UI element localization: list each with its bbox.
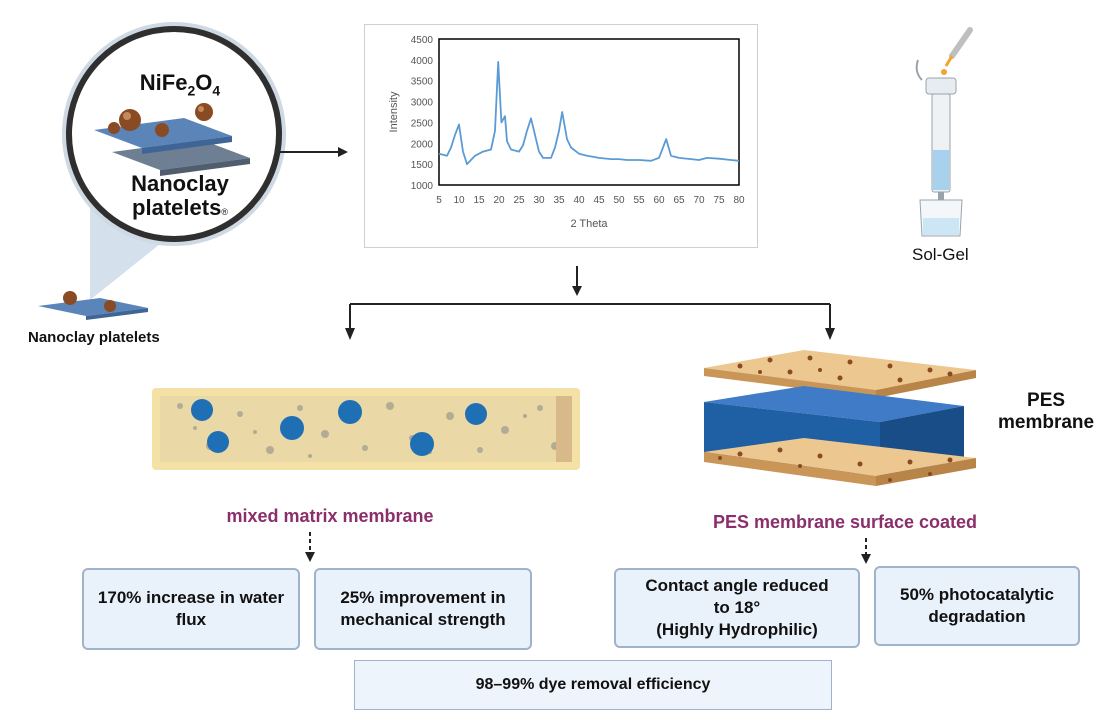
x-tick-label: 5	[436, 195, 442, 206]
small-platelet-icon	[38, 291, 148, 320]
composite-circle: NiFe2O4 Nanoclay platelets®	[66, 26, 282, 242]
nanoclay-platelet-stack-icon	[94, 103, 250, 176]
xrd-chart-svg: 1000 1500 2000 2500 3000 3500 4000 4500 5 10 15 20 2…	[388, 35, 745, 230]
photocatalytic-result-box: 50% photocatalytic degradation	[874, 566, 1080, 646]
x-tick-label: 50	[613, 195, 625, 206]
x-tick-label: 80	[733, 195, 745, 206]
pes-membrane-label: PES membrane	[998, 390, 1095, 433]
dye-removal-result-box: 98–99% dye removal efficiency	[354, 660, 832, 710]
sol-gel-label: Sol-Gel	[912, 245, 969, 264]
x-tick-label: 40	[573, 195, 585, 206]
xrd-chart: 1000 1500 2000 2500 3000 3500 4000 4500 5 10 15 20 2…	[364, 24, 758, 248]
y-tick-label: 1500	[411, 160, 434, 171]
x-tick-label: 65	[673, 195, 685, 206]
y-tick-label: 1000	[411, 181, 434, 192]
x-tick-label: 55	[633, 195, 645, 206]
dashed-arrow-left	[305, 532, 315, 562]
x-tick-label: 70	[693, 195, 705, 206]
x-tick-label: 15	[473, 195, 485, 206]
nife2o4-formula: NiFe2O4	[139, 70, 221, 99]
x-tick-label: 45	[593, 195, 605, 206]
x-tick-label: 60	[653, 195, 665, 206]
water-flux-result-box: 170% increase in water flux	[82, 568, 300, 650]
x-tick-label: 10	[453, 195, 465, 206]
x-axis-label: 2 Theta	[570, 218, 608, 230]
y-tick-label: 4000	[411, 56, 434, 67]
y-tick-label: 2000	[411, 139, 434, 150]
x-tick-label: 75	[713, 195, 725, 206]
arrow-to-chart	[280, 147, 348, 157]
mixed-matrix-caption: mixed matrix membrane	[226, 506, 434, 526]
contact-angle-result-box: Contact angle reduced to 18° (Highly Hyd…	[614, 568, 860, 648]
sol-gel-apparatus-icon	[915, 27, 973, 237]
x-tick-label: 30	[533, 195, 545, 206]
y-axis-label: Intensity	[388, 91, 400, 132]
y-tick-label: 2500	[411, 118, 434, 129]
nanoclay-platelets-label: Nanoclay platelets	[28, 329, 160, 346]
xrd-series-line	[438, 61, 740, 166]
pes-membrane-stack-icon	[704, 350, 976, 486]
nanoclay-platelets-title: Nanoclay platelets®	[131, 171, 229, 220]
plot-area-frame	[438, 38, 740, 186]
branch-arrows	[345, 266, 835, 340]
mixed-matrix-membrane-icon	[152, 388, 580, 470]
x-tick-label: 35	[553, 195, 565, 206]
y-tick-label: 4500	[411, 35, 434, 46]
y-tick-label: 3000	[411, 98, 434, 109]
y-tick-label: 3500	[411, 77, 434, 88]
x-tick-label: 20	[493, 195, 505, 206]
pes-coated-caption: PES membrane surface coated	[712, 512, 978, 532]
dashed-arrow-right	[861, 538, 871, 564]
x-tick-label: 25	[513, 195, 525, 206]
mechanical-strength-result-box: 25% improvement in mechanical strength	[314, 568, 532, 650]
